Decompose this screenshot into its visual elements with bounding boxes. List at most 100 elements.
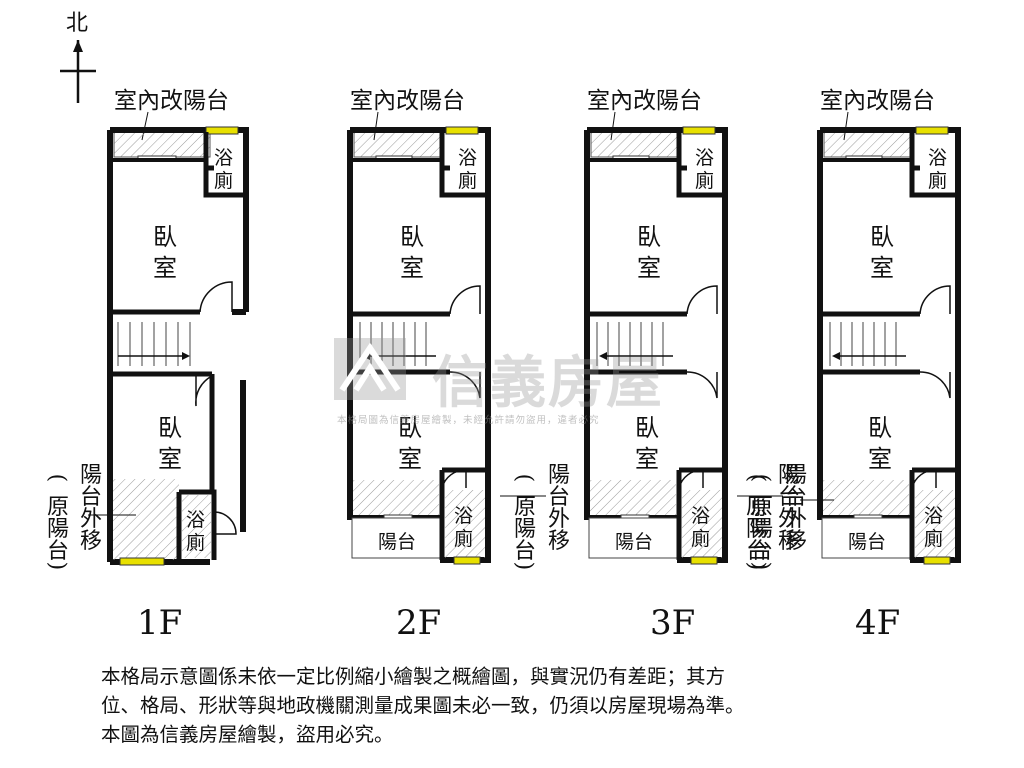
bedroom1-label-1: 臥 — [153, 223, 177, 251]
vertical-char: 台 — [785, 485, 807, 510]
bath-bottom-label-1: 浴 — [691, 505, 710, 527]
side-note-original-balcony-4f: ( 原陽台) — [744, 474, 769, 571]
bedroom2-label-1: 臥 — [158, 414, 182, 442]
vertical-char: 台 — [751, 539, 773, 564]
label-balcony-converted: 室內改陽台 — [587, 88, 702, 114]
vertical-char: 陽 — [778, 463, 800, 488]
vertical-char: 陽 — [751, 517, 773, 542]
disclaimer-line-2: 位、格局、形狀等與地政機關測量成果圖未必一致，仍須以房屋現場為準。 — [101, 694, 745, 717]
vertical-char: 移 — [548, 529, 570, 554]
vertical-char: 陽 — [80, 463, 102, 488]
bath-top-label-1: 浴 — [214, 147, 233, 169]
bedroom1-label-1: 臥 — [870, 223, 894, 251]
floor-name-2f: 2F — [396, 603, 441, 643]
plan-1f: 室內改陽台 浴 廁 臥 室 — [45, 88, 249, 571]
vertical-char: 陽 — [514, 517, 536, 542]
vertical-char: 外 — [785, 507, 807, 532]
label-balcony-converted: 室內改陽台 — [114, 88, 229, 114]
label-balcony-converted: 室內改陽台 — [820, 88, 935, 114]
vertical-char: 原 — [751, 495, 773, 520]
vertical-char: ( — [512, 474, 537, 483]
bath-bottom-label-2: 廁 — [924, 527, 943, 550]
bedroom2-label-1: 臥 — [868, 414, 892, 442]
bedroom1-label-2: 室 — [870, 254, 894, 282]
vertical-char: ) — [744, 562, 769, 571]
bedroom1-label-1: 臥 — [400, 223, 424, 251]
bath-bottom-label-1: 浴 — [454, 505, 473, 527]
bath-bottom-label-2: 廁 — [691, 527, 710, 550]
bath-bottom-label-1: 浴 — [186, 509, 205, 531]
vertical-char: 原 — [514, 495, 536, 520]
vertical-char: 台 — [80, 485, 102, 510]
disclaimer: 本格局示意圖係未依一定比例縮小繪製之概繪圖，與實況仍有差距；其方 位、格局、形狀… — [101, 662, 1001, 749]
disclaimer-line-1: 本格局示意圖係未依一定比例縮小繪製之概繪圖，與實況仍有差距；其方 — [101, 665, 726, 688]
bath-bottom-label-1: 浴 — [924, 505, 943, 527]
vertical-char: 陽 — [746, 517, 768, 542]
vertical-char: 台 — [746, 539, 768, 564]
label-balcony-converted: 室內改陽台 — [350, 88, 465, 114]
bedroom2-label-2: 室 — [398, 445, 422, 473]
vertical-char: 原 — [746, 495, 768, 520]
vertical-char: ( — [749, 474, 774, 483]
side-note-original-balcony: ( 原陽台) — [512, 474, 537, 571]
vertical-char: 台 — [778, 485, 800, 510]
vertical-char: 台 — [548, 485, 570, 510]
bedroom2-label-2: 室 — [635, 445, 659, 473]
side-note-original-balcony-1f: ( 原陽台) — [45, 474, 70, 571]
bedroom1-label-1: 臥 — [637, 223, 661, 251]
bath-top-label-1: 浴 — [695, 147, 714, 169]
vertical-char: 外 — [80, 507, 102, 532]
bedroom1-label-2: 室 — [153, 254, 177, 282]
vertical-char: 陽 — [47, 517, 69, 542]
vertical-char: ) — [749, 562, 774, 571]
watermark-logo-icon — [334, 338, 406, 400]
side-note-original-balcony: ( 原陽台) — [749, 474, 774, 571]
vertical-char: ( — [45, 474, 70, 483]
vertical-char: 陽 — [785, 463, 807, 488]
bedroom1-label-2: 室 — [637, 254, 661, 282]
label-balcony-bottom: 陽台 — [378, 531, 416, 553]
vertical-char: 移 — [778, 529, 800, 554]
vertical-char: 台 — [47, 539, 69, 564]
vertical-char: ( — [744, 474, 769, 483]
vertical-char: 原 — [47, 495, 69, 520]
vertical-char: 移 — [785, 529, 807, 554]
north-arrow-icon — [60, 40, 96, 103]
bath-bottom-label-2: 廁 — [186, 531, 205, 554]
disclaimer-line-3: 本圖為信義房屋繪製，盜用必究。 — [101, 723, 394, 746]
bedroom1-label-2: 室 — [400, 254, 424, 282]
vertical-char: 外 — [778, 507, 800, 532]
bath-top-label-2: 廁 — [695, 169, 714, 192]
watermark-notice: 本格局圖為信義房屋繪製，未經允許請勿盜用，違者必究 — [337, 415, 600, 426]
vertical-char: ) — [45, 562, 70, 571]
label-balcony-bottom: 陽台 — [848, 531, 886, 553]
bedroom2-label-2: 室 — [158, 445, 182, 473]
label-balcony-bottom: 陽台 — [615, 531, 653, 553]
vertical-char: 台 — [514, 539, 536, 564]
bedroom2-label-1: 臥 — [635, 414, 659, 442]
vertical-char: 陽 — [548, 463, 570, 488]
vertical-char: 移 — [80, 529, 102, 554]
vertical-char: ) — [512, 562, 537, 571]
bath-top-label-1: 浴 — [928, 147, 947, 169]
bedroom2-label-2: 室 — [868, 445, 892, 473]
watermark-brand: 信義房屋 — [432, 351, 664, 416]
bath-top-label-2: 廁 — [928, 169, 947, 192]
bath-top-label-2: 廁 — [458, 169, 477, 192]
vertical-char: 外 — [548, 507, 570, 532]
floor-name-1f: 1F — [137, 603, 182, 643]
bath-top-label-2: 廁 — [214, 169, 233, 192]
floor-name-3f: 3F — [650, 603, 695, 643]
bedroom2-label-1: 臥 — [398, 414, 422, 442]
bath-bottom-label-2: 廁 — [454, 527, 473, 550]
bath-top-label-1: 浴 — [458, 147, 477, 169]
